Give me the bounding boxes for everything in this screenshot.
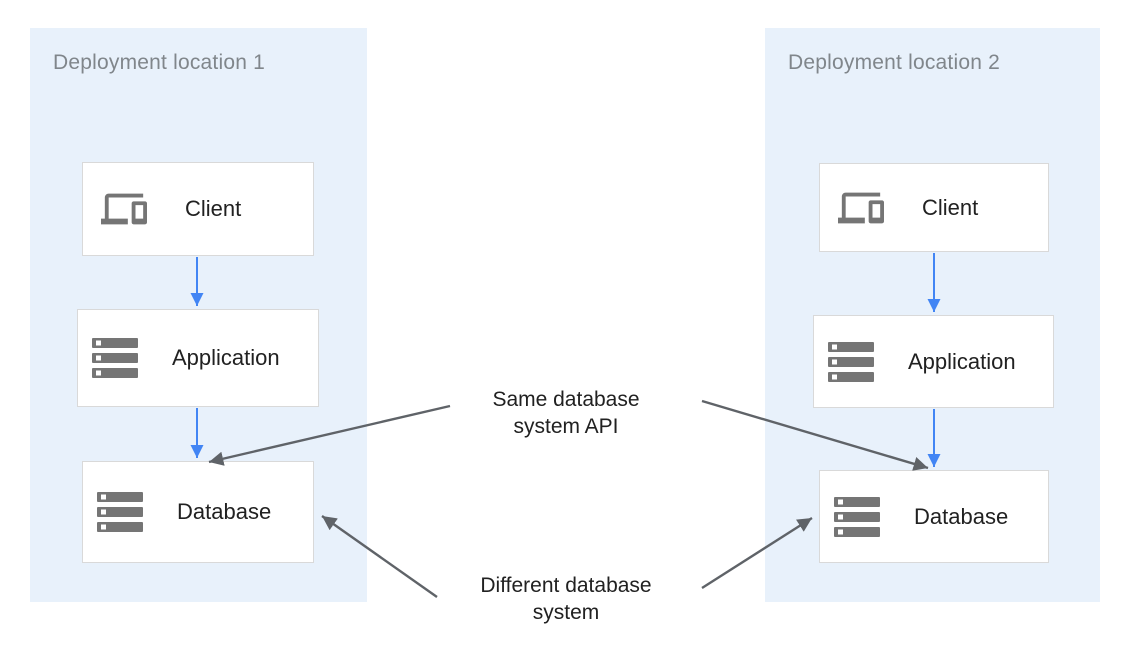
node-label: Application xyxy=(908,348,1016,374)
database-node-2: Database xyxy=(819,470,1049,563)
node-label: Client xyxy=(185,196,242,221)
annotation-line: Same database xyxy=(492,388,640,411)
server-stack-icon xyxy=(834,496,880,537)
client-node-2: Client xyxy=(819,163,1049,252)
panel-title: Deployment location 1 xyxy=(53,51,265,74)
annotation-line: system xyxy=(532,601,600,624)
application-node-1: Application xyxy=(77,309,319,407)
node-label: Database xyxy=(177,499,272,524)
same-database-annotation: Same database system API xyxy=(448,386,684,440)
annotation-line: Different database xyxy=(480,574,652,597)
different-database-annotation: Different database system xyxy=(448,572,684,626)
devices-icon xyxy=(834,185,888,231)
database-node-1: Database xyxy=(82,461,314,563)
server-stack-icon xyxy=(97,492,143,532)
client-node-1: Client xyxy=(82,162,314,256)
devices-icon xyxy=(97,186,151,232)
server-stack-icon xyxy=(828,341,874,382)
node-label: Database xyxy=(914,503,1009,529)
application-node-2: Application xyxy=(813,315,1054,408)
annotation-line: system API xyxy=(513,415,619,438)
node-label: Client xyxy=(922,194,979,220)
server-stack-icon xyxy=(92,338,138,378)
panel-title: Deployment location 2 xyxy=(788,51,1000,74)
node-label: Application xyxy=(172,345,280,370)
